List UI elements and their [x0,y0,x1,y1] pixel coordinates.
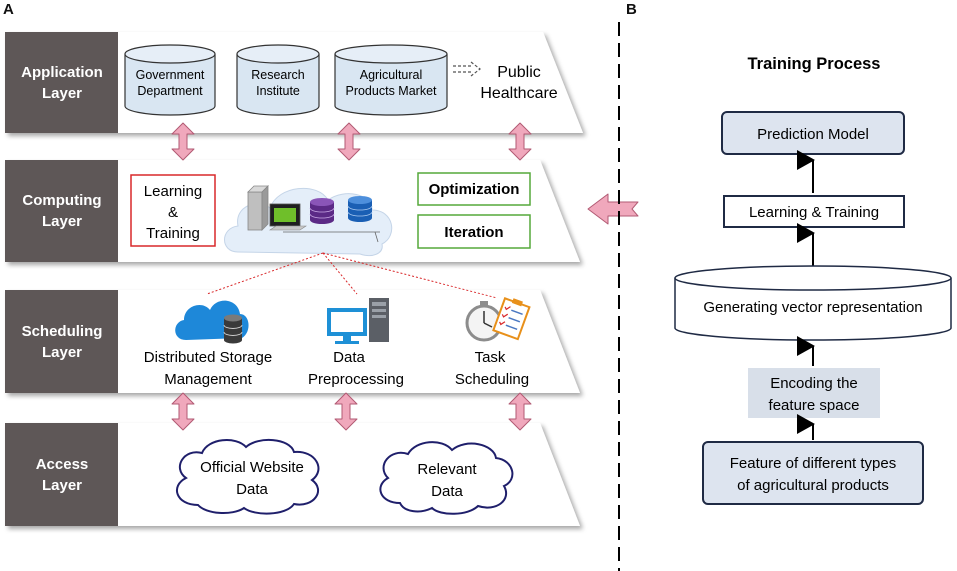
official-line1: Official Website [200,459,304,476]
double-arrow-icon [171,122,195,161]
scheduling-layer-band [5,290,580,393]
access-layer-label-line1: Access [36,456,89,473]
prediction-model-label: Prediction Model [757,126,869,143]
learning-training-box [130,174,216,247]
public-healthcare-line2: Healthcare [480,85,557,102]
public-healthcare-line1: Public [497,64,541,81]
feature-types-box [702,441,924,505]
db-agricultural-line1: Agricultural [360,68,423,82]
storage-line2: Management [164,371,252,388]
learning-training-process-label: Learning & Training [749,204,879,221]
training-process-title: Training Process [748,55,881,73]
learning-training-line2: & [168,204,178,221]
application-layer-label-line2: Layer [42,85,82,102]
dotted-connectors [206,252,498,299]
double-arrow-icon [334,392,358,431]
application-layer-label-line1: Application [21,64,103,81]
relevant-line1: Relevant [417,461,477,478]
double-arrow-icon [337,122,361,161]
database-dark-icon [223,314,243,344]
optimization-label: Optimization [429,181,520,198]
double-arrow-icon [508,122,532,161]
task-scheduling-icon [465,297,531,342]
scheduling-layer: Scheduling Layer [5,290,580,393]
official-website-cloud: Official Website Data [175,439,320,515]
iteration-label: Iteration [444,224,503,241]
scheduling-layer-label-line1: Scheduling [22,323,103,340]
application-layer-label-box [5,32,118,133]
learning-training-line1: Learning [144,183,202,200]
panel-b-label: B [626,1,637,18]
db-government-department: Government Department [124,44,216,116]
db-research-institute: Research Institute [236,44,320,116]
feature-line1: Feature of different types [730,455,897,472]
computing-layer-label-box [5,160,118,262]
official-line2: Data [236,481,268,498]
computer-icon [327,298,389,344]
relevant-data-cloud: Relevant Data [379,441,514,515]
storage-line1: Distributed Storage [144,349,272,366]
scheduling-layer-label-line2: Layer [42,344,82,361]
access-layer-label-box [5,423,118,526]
encoding-line1: Encoding the [770,375,858,392]
db-research-line2: Institute [256,84,300,98]
iteration-box [417,214,531,249]
encoding-feature-space-box [748,368,880,418]
vector-representation-cylinder: Generating vector representation [674,265,952,341]
db-agricultural-line2: Products Market [345,84,437,98]
server-tower-icon [247,191,263,231]
double-arrow-icon [171,392,195,431]
dashed-arrow-icon [453,61,481,77]
double-arrow-icon [508,392,532,431]
preprocessing-line2: Preprocessing [308,371,404,388]
vector-representation-label: Generating vector representation [703,299,922,316]
relevant-line2: Data [431,483,463,500]
task-line1: Task [475,349,506,366]
access-layer-label-line2: Layer [42,477,82,494]
panel-a-label: A [3,1,14,18]
database-blue-icon [347,196,373,222]
db-government-line1: Government [136,68,205,82]
left-arrow-icon [587,193,639,225]
encoding-line2: feature space [769,397,860,414]
scheduling-layer-label-box [5,290,118,393]
checklist-icon [492,297,531,341]
cloud-computing-icon [224,185,393,257]
db-research-line1: Research [251,68,305,82]
database-purple-icon [309,198,335,224]
optimization-box [417,172,531,206]
task-line2: Scheduling [455,371,529,388]
preprocessing-line1: Data [333,349,365,366]
db-government-line2: Department [137,84,203,98]
db-agricultural-products-market: Agricultural Products Market [334,44,448,116]
computing-layer-label-line1: Computing [22,192,101,209]
cloud-storage-icon [175,300,249,344]
feature-line2: of agricultural products [737,477,889,494]
learning-training-line3: Training [146,225,200,242]
computing-layer-label-line2: Layer [42,213,82,230]
